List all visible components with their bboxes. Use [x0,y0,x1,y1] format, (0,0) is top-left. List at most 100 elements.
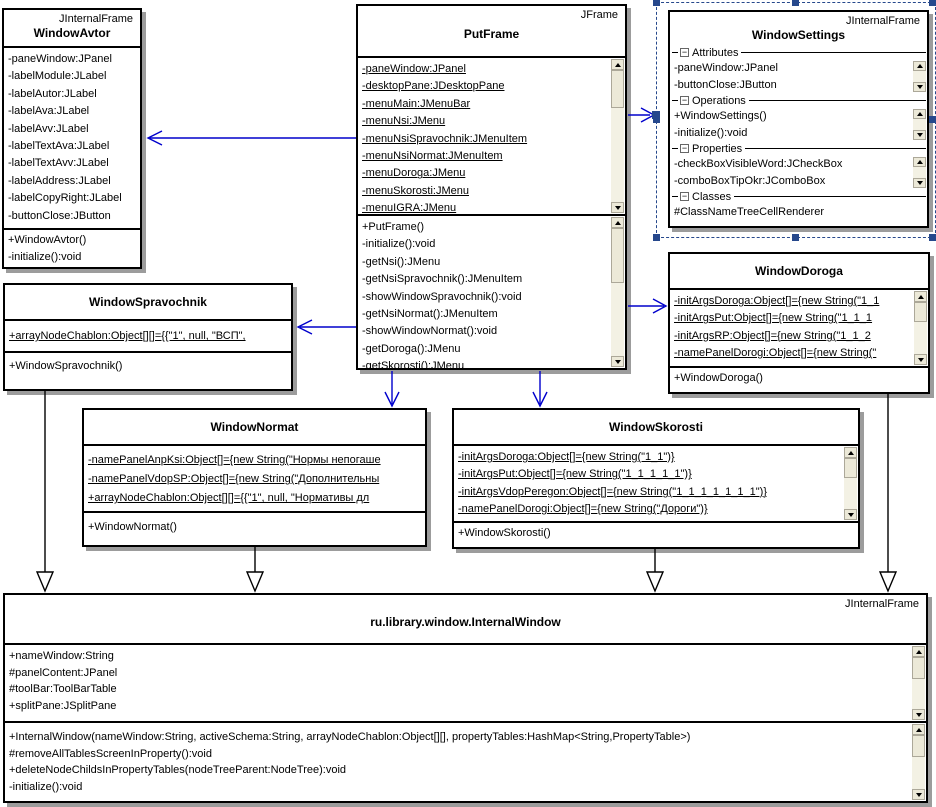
generalization-windowspravochnik-to-internalwindow[interactable] [35,391,55,593]
selection-handle[interactable] [792,0,799,6]
operations-compartment: +InternalWindow(nameWindow:String, activ… [5,721,926,801]
scroll-down-button[interactable] [913,130,926,140]
class-windowsettings[interactable]: JInternalFrame WindowSettings − Attribut… [668,10,929,228]
selection-handle[interactable] [929,0,936,6]
attribute: #panelContent:JPanel [9,666,118,679]
scroll-up-button[interactable] [913,61,926,71]
title-compartment: WindowNormat [84,410,425,444]
operation: -showWindowSpravochnik():void [362,290,522,303]
class-windowspravochnik[interactable]: WindowSpravochnik +arrayNodeChablon:Obje… [3,283,293,391]
class-internalwindow[interactable]: JInternalFrame ru.library.window.Interna… [3,593,928,803]
up-arrow-icon [614,220,621,225]
scroll-down-button[interactable] [844,509,857,520]
selection-handle[interactable] [929,234,936,241]
scroll-up-button[interactable] [913,157,926,167]
selection-handle[interactable] [653,116,660,123]
selection-handle[interactable] [653,234,660,241]
scroll-thumb[interactable] [611,228,624,283]
selection-handle[interactable] [792,234,799,241]
attribute: -labelAddress:JLabel [8,174,111,187]
operation: +WindowSpravochnik() [9,360,123,372]
association-putframe-to-windowdoroga[interactable] [628,298,668,314]
generalization-windowdoroga-to-internalwindow[interactable] [878,394,898,593]
class-windownormat[interactable]: WindowNormat -namePanelAnpKsi:Object[]={… [82,408,427,547]
generalization-windowskorosti-to-internalwindow[interactable] [645,549,665,593]
association-putframe-to-windowskorosti[interactable] [532,371,548,408]
scroll-up-button[interactable] [913,109,926,119]
attributes-compartment: -initArgsDoroga:Object[]={new String("1_… [454,444,858,521]
attribute: -initArgsVdopPeregon:Object[]={new Strin… [458,485,767,498]
open-arrowhead-icon [146,130,163,146]
scroll-down-button[interactable] [913,178,926,188]
scroll-up-button[interactable] [914,291,927,302]
scrollbar[interactable] [844,447,857,520]
scrollbar[interactable] [913,157,926,188]
attribute: -menuDoroga:JMenu [362,167,466,180]
attribute: -initArgsPut:Object[]={new String("1_1_1… [458,468,692,481]
operation: +WindowSettings() [674,110,767,122]
association-putframe-to-windowsettings[interactable] [628,107,656,123]
collapse-icon[interactable]: − [680,47,689,57]
open-arrowhead-icon [532,391,548,408]
operation: +WindowAvtor() [8,234,87,246]
scroll-thumb[interactable] [912,657,925,679]
attribute: -buttonClose:JButton [8,209,111,222]
operation: -getSkorosti():JMenu [362,360,465,368]
scroll-thumb[interactable] [611,70,624,108]
scrollbar[interactable] [913,109,926,140]
section-rule [734,196,926,197]
scrollbar[interactable] [912,646,925,720]
class-title: WindowNormat [210,419,299,434]
property: -comboBoxTipOkr:JComboBox [674,174,826,187]
scroll-down-button[interactable] [611,356,624,367]
scroll-thumb[interactable] [844,458,857,478]
scroll-up-button[interactable] [912,724,925,735]
operation: -getNsiNormat():JMenuItem [362,308,498,321]
selection-handle[interactable] [653,0,660,6]
title-compartment: WindowSpravochnik [5,285,291,319]
collapse-icon[interactable]: − [680,191,689,201]
scroll-thumb[interactable] [914,302,927,322]
scroll-up-button[interactable] [611,217,624,228]
down-arrow-icon [916,85,923,89]
scrollbar[interactable] [611,59,624,213]
scrollbar[interactable] [912,724,925,800]
title-compartment: WindowSkorosti [454,410,858,444]
selection-handle[interactable] [929,116,936,123]
class-putframe[interactable]: JFrame PutFrame -paneWindow:JPanel -desk… [356,4,627,370]
title-compartment: JInternalFrame ru.library.window.Interna… [5,595,926,643]
attribute: -menuNsiNormat:JMenuItem [362,150,503,163]
collapse-icon[interactable]: − [680,95,689,105]
association-putframe-to-windowspravochnik[interactable] [296,319,356,335]
scroll-up-button[interactable] [844,447,857,458]
scrollbar[interactable] [914,291,927,365]
attribute: +arrayNodeChablon:Object[][]={{"1", null… [9,330,246,342]
collapse-icon[interactable]: − [680,143,689,153]
attributes-compartment: +nameWindow:String #panelContent:JPanel … [5,643,926,721]
stereotype-label: JInternalFrame [846,15,920,27]
attribute: -paneWindow:JPanel [362,63,466,75]
operation: -initialize():void [9,780,83,793]
class-windowskorosti[interactable]: WindowSkorosti -initArgsDoroga:Object[]=… [452,408,860,549]
association-putframe-to-windownormat[interactable] [384,371,400,408]
scroll-down-button[interactable] [912,709,925,720]
association-putframe-to-windowavtor[interactable] [146,130,356,146]
generalization-windownormat-to-internalwindow[interactable] [245,547,265,593]
scrollbar[interactable] [913,61,926,92]
scroll-down-button[interactable] [913,82,926,92]
scrollbar[interactable] [611,217,624,367]
scroll-up-button[interactable] [611,59,624,70]
section-lead-line [672,52,678,53]
scroll-thumb[interactable] [912,735,925,757]
scroll-down-button[interactable] [912,789,925,800]
class-windowavtor[interactable]: JInternalFrame WindowAvtor -paneWindow:J… [2,8,142,269]
scroll-down-button[interactable] [611,202,624,213]
scroll-up-button[interactable] [912,646,925,657]
down-arrow-icon [614,205,621,210]
attribute: -initArgsPut:Object[]={new String("1_1_1 [674,312,873,325]
attribute: +nameWindow:String [9,650,114,662]
scroll-down-button[interactable] [914,354,927,365]
attribute: #toolBar:ToolBarTable [9,683,117,695]
class-windowdoroga[interactable]: WindowDoroga -initArgsDoroga:Object[]={n… [668,252,930,394]
